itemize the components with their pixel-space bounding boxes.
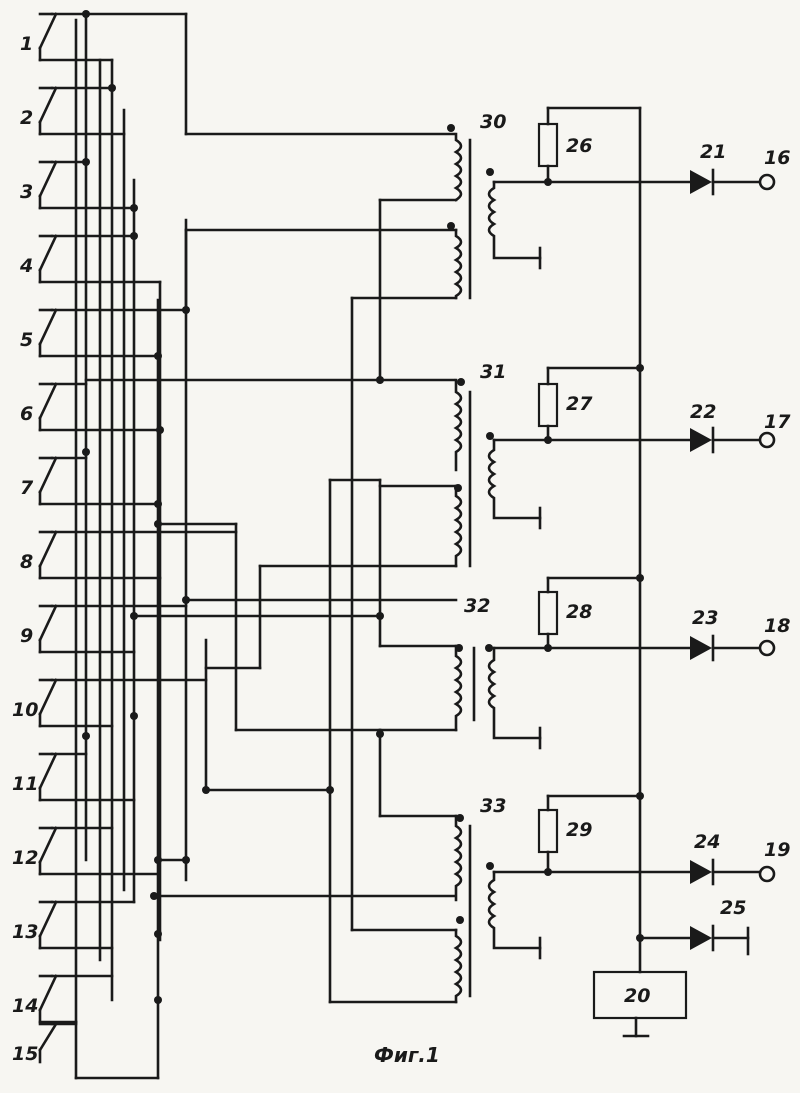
- switch-label: 13: [12, 921, 38, 943]
- switch-5: [40, 310, 56, 356]
- resistor-label: 28: [566, 601, 592, 623]
- block-label: 20: [624, 985, 650, 1007]
- switch-label: 5: [20, 329, 33, 351]
- switch-label: 12: [12, 847, 38, 869]
- switch-label: 3: [20, 181, 33, 203]
- switch-labels: 1 2 3 4 5 6 7 8 9 10 11 12 13 14 15: [12, 33, 38, 1065]
- switch-14: [40, 976, 56, 1022]
- transformer-33: [456, 814, 540, 1002]
- output-wiring: [494, 108, 690, 1036]
- switch-6: [40, 384, 56, 430]
- switch-10: [40, 680, 56, 726]
- transformer-label: 32: [464, 595, 490, 617]
- figure-caption: Фиг.1: [374, 1043, 440, 1067]
- diode-24: [690, 860, 774, 884]
- switch-7: [40, 458, 56, 504]
- switch-label: 11: [12, 773, 38, 795]
- diode-label: 25: [720, 897, 746, 919]
- transformer-30: [447, 124, 540, 298]
- switch-4: [40, 236, 56, 282]
- switch-label: 9: [20, 625, 33, 647]
- resistor-28: [539, 592, 557, 634]
- switch-label: 14: [12, 995, 38, 1017]
- transformer-label: 30: [480, 111, 506, 133]
- switch-label: 10: [12, 699, 38, 721]
- resistor-29: [539, 810, 557, 852]
- diode-21: [690, 170, 774, 194]
- diode-25: [690, 926, 748, 954]
- transformer-label: 31: [480, 361, 506, 383]
- resistor-label: 29: [566, 819, 592, 841]
- diode-label: 24: [694, 831, 720, 853]
- switch-15: [40, 1024, 56, 1062]
- diode-label: 23: [692, 607, 718, 629]
- switch-13: [40, 902, 56, 948]
- output-label: 16: [764, 147, 790, 169]
- transformer-label: 33: [480, 795, 506, 817]
- output-label: 19: [764, 839, 790, 861]
- diode-23: [690, 636, 774, 660]
- switch-label: 4: [19, 255, 33, 277]
- diode-label: 21: [700, 141, 726, 163]
- diode-label: 22: [690, 401, 716, 423]
- switch-12: [40, 828, 56, 874]
- resistor-27: [539, 384, 557, 426]
- resistor-label: 26: [566, 135, 592, 157]
- component-labels: 26 27 28 29 21 22 23 24 25 16 17 18 19 2…: [566, 135, 791, 1007]
- switch-9: [40, 606, 56, 652]
- transformer-31: [454, 378, 540, 566]
- switch-wiring: [40, 14, 456, 1078]
- switch-label: 2: [20, 107, 33, 129]
- switch-label: 1: [20, 33, 33, 55]
- switch-label: 7: [20, 477, 34, 499]
- output-label: 17: [764, 411, 791, 433]
- switch-1: [40, 14, 56, 60]
- switch-11: [40, 754, 56, 800]
- switch-bank: [40, 14, 56, 1062]
- switch-label: 6: [20, 403, 33, 425]
- output-label: 18: [764, 615, 790, 637]
- transformer-32: [455, 644, 540, 748]
- switch-label: 8: [20, 551, 33, 573]
- bus-junctions: [82, 10, 384, 1004]
- switch-2: [40, 88, 56, 134]
- diode-22: [690, 428, 774, 452]
- switch-3: [40, 162, 56, 208]
- resistor-label: 27: [566, 393, 593, 415]
- switch-8: [40, 532, 56, 578]
- switch-label: 15: [12, 1043, 38, 1065]
- resistor-26: [539, 124, 557, 166]
